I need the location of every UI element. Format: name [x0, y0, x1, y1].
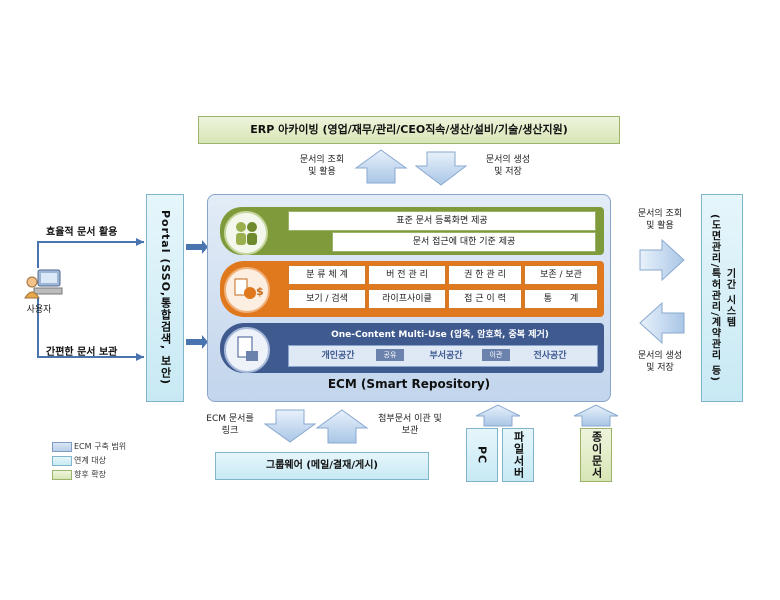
bottom-left-label: ECM 문서를 링크 [206, 414, 254, 436]
cell-access-history: 접 근 이 력 [448, 289, 522, 309]
cell-lifecycle: 라이프사이클 [368, 289, 446, 309]
right-bottom-label: 문서의 생성 및 저장 [637, 351, 683, 373]
document-lock-icon [224, 327, 270, 373]
top-left-label: 문서의 조회 및 활용 [299, 155, 345, 177]
transfer-arrow: 이관 [482, 349, 510, 361]
standard-register-bar: 표준 문서 등록화면 제공 [288, 211, 596, 231]
right-top-label: 문서의 조회 및 활용 [637, 209, 683, 231]
groupware-box: 그룹웨어 (메일/결재/게시) [215, 452, 429, 480]
efficient-use-label: 효율적 문서 활용 [46, 227, 118, 238]
arrow-left-bottom [639, 301, 685, 345]
legend-swatch-future [52, 470, 72, 480]
legend-link: 연계 대상 [74, 456, 106, 465]
arrow-down-top [414, 151, 468, 186]
ecm-title: ECM (Smart Repository) [327, 377, 491, 391]
arrow-up-top [354, 149, 408, 184]
paper-document-box: 종이문서 [580, 428, 612, 482]
legend-future: 향후 확장 [74, 470, 106, 479]
cell-permission: 권 한 관 리 [448, 265, 522, 285]
arrow-up-groupware [315, 409, 369, 444]
easy-storage-label: 간편한 문서 보관 [46, 347, 118, 358]
ecm-row-storage: One-Content Multi-Use (압축, 암호화, 중복 제거) 개… [220, 323, 604, 373]
enterprise-space: 전사공간 [533, 351, 567, 361]
gear-dollar-icon: $ [224, 267, 270, 313]
cell-classification: 분 류 체 계 [288, 265, 366, 285]
user-label: 사용자 [26, 305, 52, 315]
user-computer-icon [24, 268, 64, 300]
ecm-row-standard: 표준 문서 등록화면 제공 문서 접근에 대한 기준 제공 [220, 207, 604, 255]
top-right-label: 문서의 생성 및 저장 [485, 155, 531, 177]
legend-swatch-link [52, 456, 72, 466]
core-system-title: 기간 시스템 [724, 268, 735, 328]
legend-ecm: ECM 구축 범위 [74, 442, 127, 451]
department-space: 부서공간 [429, 351, 463, 361]
connector-top [37, 241, 144, 268]
pc-box: PC [466, 428, 498, 482]
arrow-up-pc [475, 404, 521, 427]
bottom-mid-label: 첨부문서 이관 및 보관 [378, 414, 442, 436]
people-icon [224, 211, 268, 255]
ecm-container: 표준 문서 등록화면 제공 문서 접근에 대한 기준 제공 $ 분 류 체 계 … [207, 194, 611, 402]
erp-archiving-box: ERP 아카이빙 (영업/재무/관리/CEO직속/생산/설비/기술/생산지원) [198, 116, 620, 144]
portal-box: Portal (SSO,통합검색, 보안) [146, 194, 184, 402]
ecm-row-management: $ 분 류 체 계 버 전 관 리 권 한 관 리 보존 / 보관 보기 / 검… [220, 261, 604, 317]
cell-view-search: 보기 / 검색 [288, 289, 366, 309]
cell-statistics: 통 계 [524, 289, 598, 309]
personal-space: 개인공간 [321, 351, 355, 361]
legend-swatch-ecm [52, 442, 72, 452]
share-arrow: 공유 [376, 349, 404, 361]
one-content-title: One-Content Multi-Use (압축, 암호화, 중복 제거) [331, 330, 549, 340]
connector-bottom [37, 298, 144, 358]
core-system-box: (도면관리/특허관리/계약관리 등) 기간 시스템 [701, 194, 743, 402]
core-system-detail: (도면관리/특허관리/계약관리 등) [709, 214, 720, 382]
arrow-down-groupware [263, 409, 317, 443]
arrow-right-top [639, 238, 685, 282]
arrow-up-paper [573, 404, 619, 427]
svg-text:$: $ [256, 285, 264, 298]
access-standard-bar: 문서 접근에 대한 기준 제공 [332, 232, 596, 252]
cell-retention: 보존 / 보관 [524, 265, 598, 285]
space-bar [288, 345, 598, 367]
cell-version: 버 전 관 리 [368, 265, 446, 285]
file-server-box: 파일서버 [502, 428, 534, 482]
